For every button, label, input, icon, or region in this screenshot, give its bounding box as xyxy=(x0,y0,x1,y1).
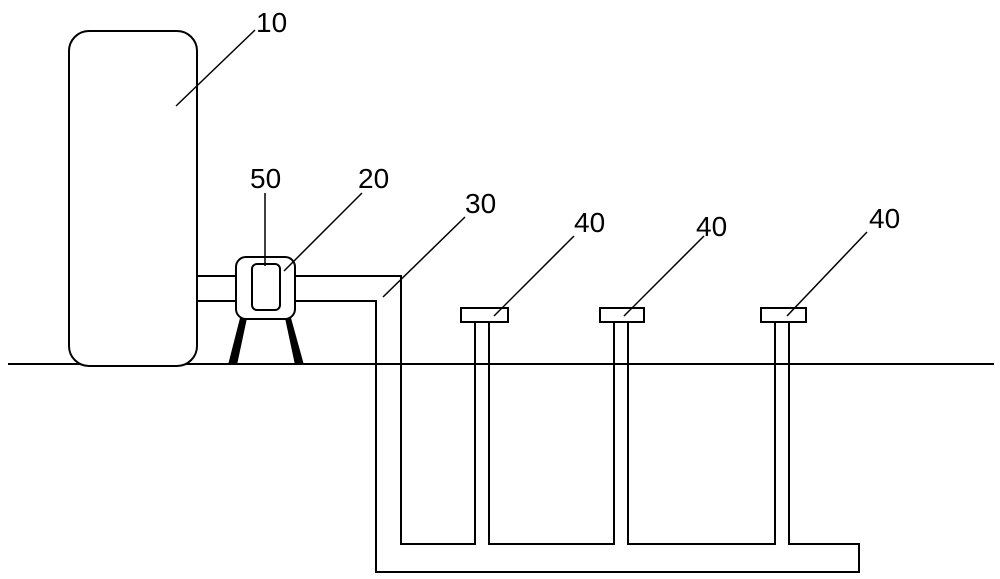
pump-stand xyxy=(228,318,304,365)
outlet-1 xyxy=(461,308,508,330)
label-outlet-1: 40 xyxy=(574,207,605,238)
label-outlet-3: 40 xyxy=(869,203,900,234)
sensor xyxy=(252,264,280,310)
tank xyxy=(69,31,197,366)
label-pump: 20 xyxy=(358,163,389,194)
leader-pipe xyxy=(383,217,465,297)
leader-outlet-2 xyxy=(624,236,704,316)
leader-outlet-3 xyxy=(787,232,867,316)
outlet-3 xyxy=(761,308,806,322)
label-pipe: 30 xyxy=(465,188,496,219)
tank-to-pump-pipe xyxy=(197,276,236,301)
label-outlet-2: 40 xyxy=(696,211,727,242)
outlet-2 xyxy=(600,308,644,322)
leader-pump xyxy=(284,193,362,271)
label-tank: 10 xyxy=(256,7,287,38)
label-sensor: 50 xyxy=(250,163,281,194)
leader-outlet-1 xyxy=(494,236,574,316)
